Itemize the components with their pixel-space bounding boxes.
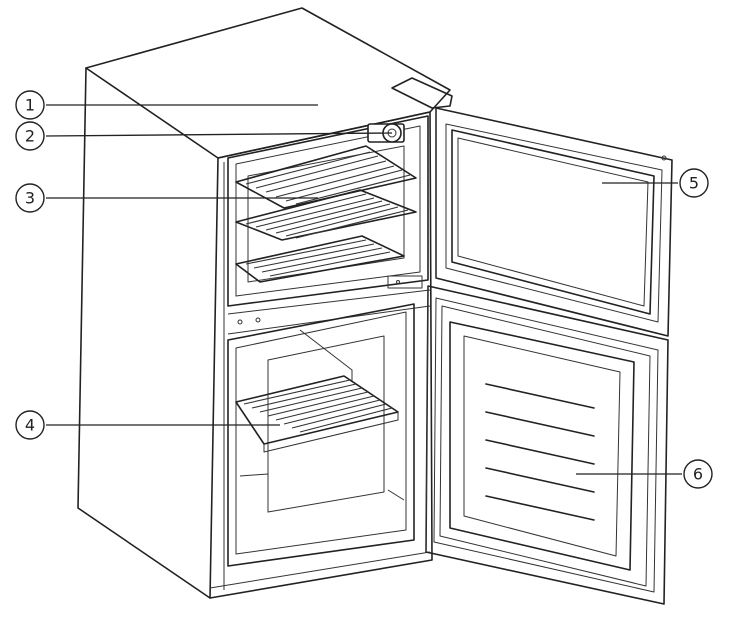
callout-4: 4 [15, 410, 45, 440]
callout-1: 1 [15, 90, 45, 120]
fridge-compartment [227, 303, 415, 567]
upper-door [435, 107, 673, 337]
callout-5: 5 [679, 168, 709, 198]
top-hinge [391, 77, 453, 109]
callout-4-number: 4 [25, 416, 35, 435]
callout-1-number: 1 [25, 96, 35, 115]
callout-3: 3 [15, 183, 45, 213]
callout-2: 2 [15, 121, 45, 151]
cabinet [77, 7, 451, 599]
leader-lines [45, 104, 682, 475]
callout-3-number: 3 [25, 189, 35, 208]
freezer-compartment [227, 115, 429, 307]
callout-6-number: 6 [693, 465, 703, 484]
lower-door [425, 285, 669, 605]
callout-5-number: 5 [689, 174, 699, 193]
divider-panel [227, 275, 431, 335]
callout-2-number: 2 [25, 127, 35, 146]
leader-2 [45, 132, 393, 137]
callout-6: 6 [683, 459, 713, 489]
